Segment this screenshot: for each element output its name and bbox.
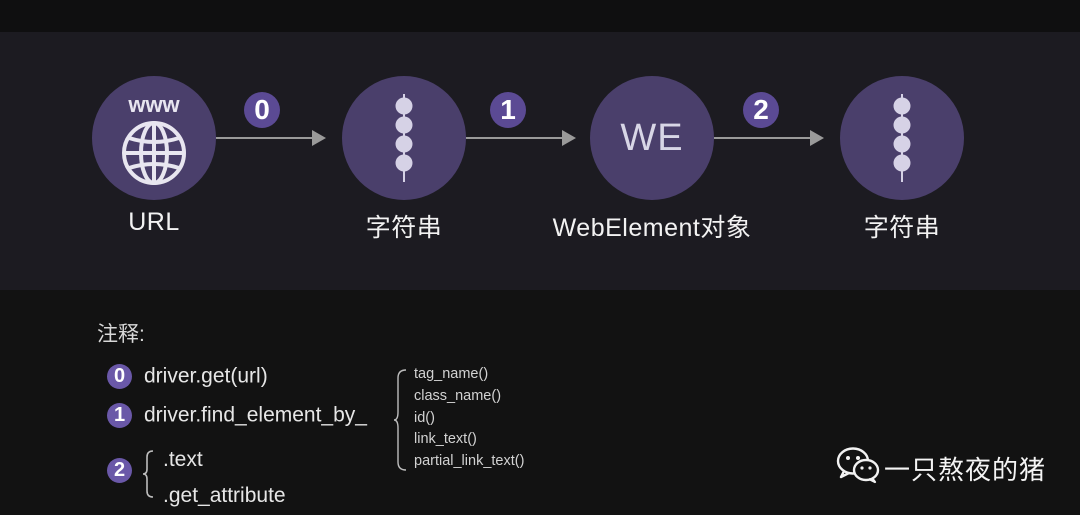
- string-beads-icon: [395, 94, 413, 182]
- brand-name: 一只熬夜的猪: [884, 455, 1047, 485]
- node-label-string-2: 字符串: [863, 214, 941, 242]
- wechat-icon: [836, 447, 880, 484]
- we-icon: WE: [620, 117, 684, 159]
- string-node-1: [342, 76, 466, 200]
- step-badge-1: 1: [490, 92, 526, 128]
- globe-www-icon: www: [122, 92, 186, 185]
- flow-arrow-0: [216, 130, 326, 146]
- note-row-0: 0 driver.get(url): [107, 364, 268, 389]
- www-text: www: [127, 92, 180, 117]
- notes-title: 注释:: [97, 323, 145, 346]
- find-method-item: id(): [414, 409, 435, 426]
- node-label-webelement: WebElement对象: [552, 214, 752, 242]
- flow-arrow-1: [466, 130, 576, 146]
- brace-find-methods: [394, 369, 407, 471]
- note-badge-0: 0: [107, 364, 132, 389]
- find-method-item: partial_link_text(): [414, 453, 525, 470]
- step-badge-0: 0: [244, 92, 280, 128]
- step-badge-2: 2: [743, 92, 779, 128]
- note-row-2: 2: [107, 458, 144, 483]
- note-row-1: 1 driver.find_element_by_: [107, 403, 367, 428]
- note-badge-1: 1: [107, 403, 132, 428]
- note-text-1: driver.find_element_by_: [144, 403, 367, 427]
- note-badge-2: 2: [107, 458, 132, 483]
- note-text-0: driver.get(url): [144, 364, 268, 388]
- attr-method-item: .text: [163, 448, 203, 471]
- find-method-item: class_name(): [414, 387, 502, 404]
- brace-attr-methods: [142, 450, 154, 498]
- find-method-item: tag_name(): [414, 366, 489, 382]
- node-label-string-1: 字符串: [365, 214, 443, 242]
- find-methods-list: tag_name() class_name() id() link_text()…: [414, 364, 524, 473]
- flow-arrow-2: [714, 130, 824, 146]
- webelement-node: WE: [590, 76, 714, 200]
- node-label-url: URL: [128, 208, 180, 236]
- url-node: www: [92, 76, 216, 200]
- attr-methods-list: .text .get_attribute: [163, 442, 286, 514]
- attr-method-item: .get_attribute: [163, 484, 286, 507]
- string-node-2: [840, 76, 964, 200]
- string-beads-icon: [893, 94, 911, 182]
- find-method-item: link_text(): [414, 431, 477, 448]
- top-band: [0, 0, 1080, 32]
